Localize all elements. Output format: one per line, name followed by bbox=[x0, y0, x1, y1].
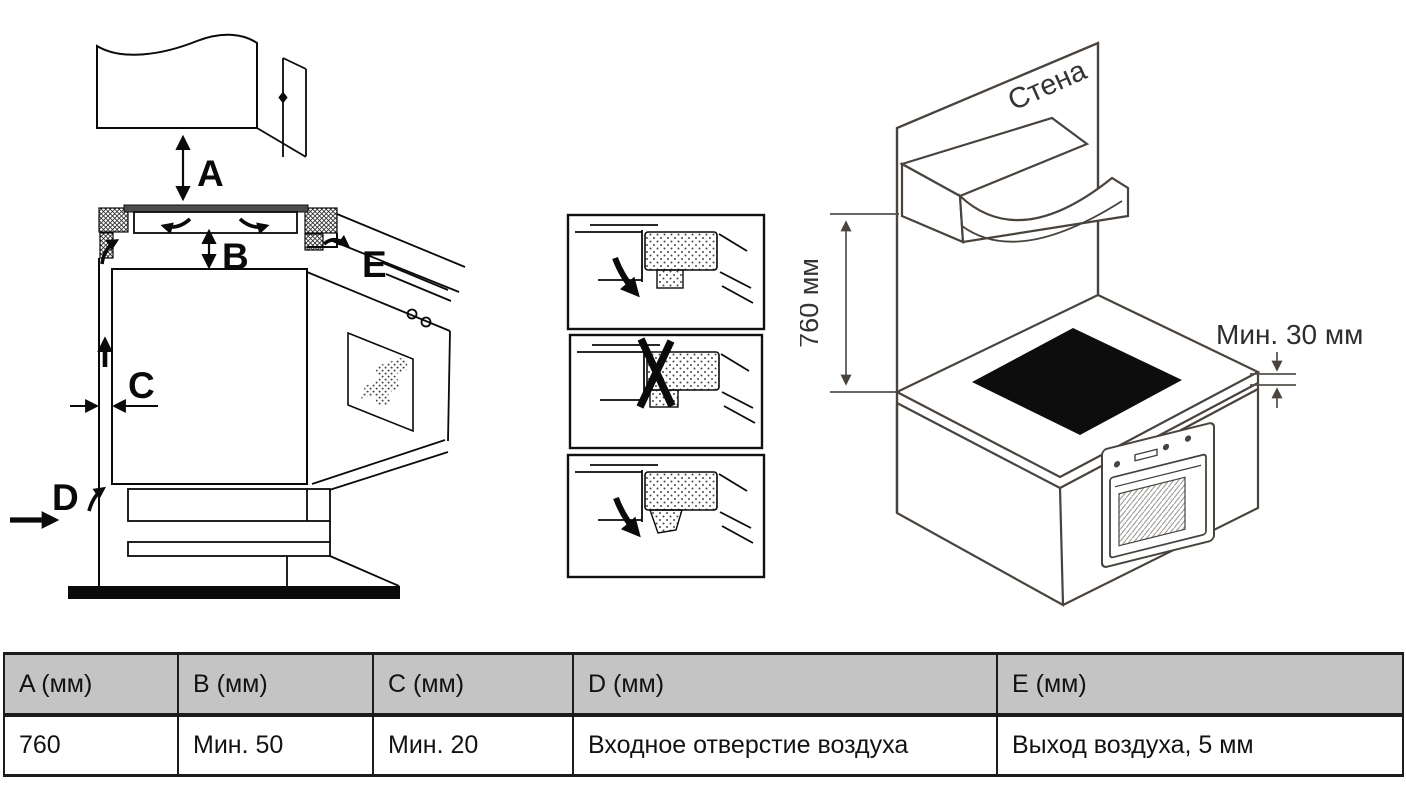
table-value-d: Входное отверстие воздуха bbox=[572, 714, 998, 777]
cooker-side-view bbox=[306, 271, 451, 494]
cooker-hood bbox=[899, 116, 1130, 244]
clearance-30mm: Мин. 30 мм bbox=[1216, 319, 1363, 408]
table-value-row: 760 Мин. 50 Мин. 20 Входное отверстие во… bbox=[3, 714, 1404, 777]
countertop-cross-section bbox=[98, 207, 338, 259]
table-header-e: E (мм) bbox=[996, 652, 1404, 717]
seal-mounting-panels bbox=[566, 213, 766, 579]
airflow-stipple-shape bbox=[361, 357, 409, 407]
wall-outline bbox=[895, 41, 1100, 513]
airflow-arrow-right bbox=[238, 217, 270, 235]
wall-corner-panel bbox=[256, 57, 307, 158]
air-inlet-d: D bbox=[10, 477, 107, 529]
table-header-c: C (мм) bbox=[372, 652, 574, 717]
panel-correct-1 bbox=[566, 213, 766, 331]
airflow-arrow-left bbox=[160, 217, 192, 235]
dimension-a-arrow: A bbox=[175, 134, 224, 202]
oven-front-outline bbox=[111, 233, 338, 485]
seal-block bbox=[656, 269, 684, 289]
panel-correct-2 bbox=[566, 453, 766, 579]
table-header-row: A (мм) B (мм) C (мм) D (мм) E (мм) bbox=[3, 652, 1404, 717]
dimension-c-arrow: C bbox=[70, 365, 158, 413]
label-c: C bbox=[128, 365, 155, 406]
table-header-d: D (мм) bbox=[572, 652, 998, 717]
cross-out-x-icon bbox=[636, 337, 676, 409]
table-header-b: B (мм) bbox=[177, 652, 374, 717]
floor-bar bbox=[68, 586, 400, 599]
oven-handle bbox=[1115, 464, 1201, 488]
air-corner-arrow bbox=[100, 239, 120, 265]
label-d: D bbox=[52, 477, 79, 518]
air-inlet-curved-arrow bbox=[87, 486, 107, 512]
panel-incorrect bbox=[568, 333, 764, 450]
label-e: E bbox=[362, 244, 387, 285]
oven-control-dot bbox=[1162, 443, 1170, 451]
hob-glass-surface bbox=[123, 204, 309, 213]
insert-arrow bbox=[612, 256, 640, 298]
seal-block-compressed bbox=[649, 509, 683, 534]
insert-arrow bbox=[613, 496, 641, 538]
table-header-a: A (мм) bbox=[3, 652, 179, 717]
side-view-installation-diagram: A B bbox=[10, 33, 466, 599]
oven-display bbox=[1134, 448, 1158, 462]
air-outlet-e: E bbox=[322, 213, 466, 302]
hob-black-surface bbox=[972, 328, 1182, 435]
table-value-b: Мин. 50 bbox=[177, 714, 374, 777]
control-knob bbox=[420, 316, 432, 328]
dimension-760: 760 мм bbox=[800, 213, 899, 393]
oven-door bbox=[1109, 453, 1207, 559]
panel-dot-marker bbox=[278, 91, 288, 104]
upper-cabinet-outline bbox=[96, 33, 258, 129]
oven-control-dot bbox=[1113, 461, 1121, 468]
built-in-oven bbox=[1101, 422, 1215, 568]
clearance-dim-label: Мин. 30 мм bbox=[1216, 319, 1363, 350]
control-knob bbox=[406, 308, 418, 320]
table-value-e: Выход воздуха, 5 мм bbox=[996, 714, 1404, 777]
height-dim-label: 760 мм bbox=[800, 258, 824, 348]
label-a: A bbox=[197, 153, 224, 194]
hob-body bbox=[133, 211, 298, 234]
air-outlet-arrow bbox=[322, 234, 350, 248]
oven-control-dot bbox=[1184, 435, 1192, 442]
dimensions-table: A (мм) B (мм) C (мм) D (мм) E (мм) 760 М… bbox=[3, 652, 1404, 777]
base-plinth bbox=[127, 488, 400, 587]
oven-window bbox=[1118, 476, 1186, 547]
table-value-a: 760 bbox=[3, 714, 179, 777]
isometric-installation-diagram: Стена 760 мм bbox=[800, 41, 1363, 607]
table-value-c: Мин. 20 bbox=[372, 714, 574, 777]
hob-unit bbox=[123, 204, 309, 235]
